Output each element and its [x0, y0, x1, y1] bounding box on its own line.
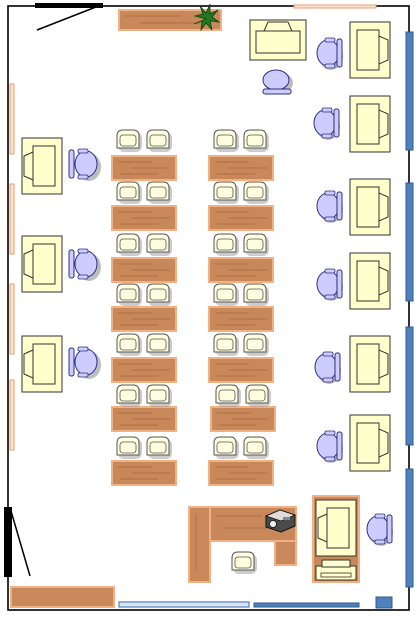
office-chair-icon: [68, 346, 102, 380]
student-desk: [210, 406, 276, 432]
student-chair-icon: [146, 384, 173, 408]
computer-desk-icon: [21, 235, 63, 293]
bottom-wall-fixtures: [10, 586, 393, 609]
student-chair-icon: [146, 233, 173, 257]
student-desk: [208, 306, 274, 332]
right-stations: [313, 21, 391, 472]
student-chair-icon: [243, 181, 270, 205]
left-windows: [9, 83, 15, 451]
bottom-window-2: [253, 602, 360, 608]
student-chair-icon: [213, 283, 240, 307]
office-chair-icon: [313, 107, 341, 141]
student-chair-icon: [243, 436, 270, 460]
computer-desk-icon: [349, 95, 391, 153]
top-shelf: [118, 9, 222, 31]
student-chair-icon: [116, 233, 143, 257]
office-chair-icon: [316, 430, 344, 464]
student-desk: [111, 155, 177, 181]
top-window-strip: [293, 4, 377, 9]
student-chair-icon: [146, 181, 173, 205]
student-chair-icon: [213, 129, 240, 153]
office-chair-icon: [314, 351, 342, 385]
student-chair-icon: [213, 333, 240, 357]
teacher-desk: [188, 506, 297, 583]
student-chair-icon: [243, 129, 270, 153]
student-desk: [111, 406, 177, 432]
bottom-window-1: [118, 601, 250, 608]
student-chair-icon: [245, 384, 272, 408]
office-chair-icon: [68, 248, 102, 282]
teacher-chair-icon: [231, 551, 258, 575]
right-windows: [405, 31, 414, 588]
student-chair-icon: [146, 436, 173, 460]
office-chair-icon: [68, 148, 102, 182]
student-chair-icon: [243, 333, 270, 357]
student-chair-icon: [116, 283, 143, 307]
office-chair-icon: [316, 268, 344, 302]
student-chair-icon: [213, 181, 240, 205]
student-desk: [111, 205, 177, 231]
student-desk: [208, 357, 274, 383]
student-desk: [208, 257, 274, 283]
student-chair-icon: [213, 436, 240, 460]
office-chair-icon: [366, 513, 394, 547]
student-desk: [111, 357, 177, 383]
student-chair-icon: [215, 384, 242, 408]
projector-icon: [264, 509, 297, 533]
student-desk: [111, 460, 177, 486]
student-chair-icon: [146, 333, 173, 357]
front-office-chair: [262, 69, 293, 95]
front-computer-desk: [249, 19, 307, 61]
student-chair-icon: [116, 436, 143, 460]
student-chair-icon: [243, 233, 270, 257]
computer-desk-icon: [21, 137, 63, 195]
student-desks-right-column: [208, 129, 276, 486]
student-chair-icon: [116, 181, 143, 205]
student-desk: [208, 205, 274, 231]
student-desk: [111, 306, 177, 332]
bottom-counter: [10, 586, 115, 608]
printer-icon: [315, 559, 357, 581]
room-walls: [4, 3, 410, 611]
office-chair-icon: [316, 37, 344, 71]
student-chair-icon: [116, 333, 143, 357]
computer-desk-icon: [349, 178, 391, 236]
computer-desk-icon: [349, 21, 391, 79]
left-stations: [21, 137, 102, 393]
potted-plant-icon: [193, 3, 221, 32]
student-desk: [208, 460, 274, 486]
student-desk: [111, 257, 177, 283]
student-chair-icon: [213, 233, 240, 257]
computer-desk-icon: [349, 335, 391, 393]
computer-desk-icon: [349, 414, 391, 472]
student-chair-icon: [243, 283, 270, 307]
bottom-square: [375, 596, 393, 609]
computer-desk-icon: [21, 335, 63, 393]
computer-desk-icon: [349, 252, 391, 310]
student-chair-icon: [146, 283, 173, 307]
student-desks-left-column: [111, 129, 177, 486]
student-chair-icon: [146, 129, 173, 153]
office-chair-icon: [316, 190, 344, 224]
student-chair-icon: [116, 129, 143, 153]
student-chair-icon: [116, 384, 143, 408]
student-desk: [208, 155, 274, 181]
